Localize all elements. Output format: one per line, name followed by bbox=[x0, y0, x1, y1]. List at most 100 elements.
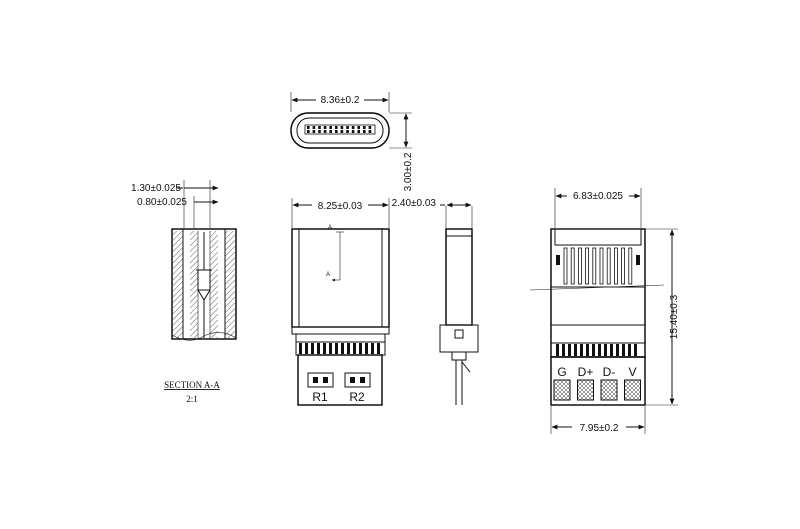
tongue-contact bbox=[363, 126, 366, 129]
tongue-contact bbox=[323, 130, 327, 133]
contact-finger bbox=[341, 343, 344, 354]
section-body bbox=[171, 228, 237, 340]
receptacle-outline bbox=[290, 112, 390, 149]
dim-section-outer: 1.30±0.025 bbox=[131, 183, 181, 194]
contact-finger bbox=[574, 344, 577, 356]
tongue-contact bbox=[335, 126, 338, 129]
inner-slot bbox=[599, 247, 604, 285]
contact-finger bbox=[580, 344, 583, 356]
dim-side-thickness: 2.40±0.03 bbox=[392, 198, 437, 209]
top-end-view: 8.36±0.2 3.00±0.2 bbox=[290, 92, 414, 191]
pad-r2 bbox=[344, 372, 371, 388]
contact-finger bbox=[311, 343, 314, 354]
section-scale: 2:1 bbox=[186, 394, 198, 404]
tongue-contact bbox=[340, 126, 344, 129]
pin-label: V bbox=[628, 365, 636, 379]
dim-top-width: 8.36±0.2 bbox=[321, 95, 360, 106]
contact-finger bbox=[628, 344, 631, 356]
tongue-contact bbox=[351, 130, 355, 133]
solder-pad bbox=[624, 379, 641, 401]
pin-label: G bbox=[557, 365, 566, 379]
section-marker-top: A bbox=[328, 225, 332, 231]
tongue-contact bbox=[318, 130, 321, 133]
tongue-contact bbox=[307, 126, 310, 129]
solder-pad bbox=[577, 379, 594, 401]
contact-finger bbox=[377, 343, 380, 354]
inner-slot bbox=[592, 247, 597, 285]
dim-back-length: 15.40±0.3 bbox=[669, 294, 680, 339]
contact-finger bbox=[556, 344, 559, 356]
pad-r1 bbox=[307, 372, 334, 388]
contact-finger bbox=[371, 343, 374, 354]
pin-label: D+ bbox=[578, 365, 594, 379]
pcb-back bbox=[550, 356, 646, 406]
contact-finger bbox=[622, 344, 625, 356]
contact-finger bbox=[305, 343, 308, 354]
contact-finger bbox=[586, 344, 589, 356]
contact-finger bbox=[598, 344, 601, 356]
inner-slot bbox=[628, 247, 633, 285]
tongue-contact bbox=[329, 126, 332, 129]
contact-finger bbox=[359, 343, 362, 354]
latch-notch bbox=[556, 255, 560, 265]
dim-front-width: 8.25±0.03 bbox=[318, 201, 363, 212]
contact-finger bbox=[592, 344, 595, 356]
dim-back-bottom-width: 7.95±0.2 bbox=[580, 423, 619, 434]
tongue-contact bbox=[335, 130, 338, 133]
tongue-contact bbox=[307, 130, 310, 133]
inner-slot bbox=[570, 247, 575, 285]
inner-slot bbox=[578, 247, 582, 285]
tongue-contact bbox=[312, 130, 316, 133]
dim-top-height: 3.00±0.2 bbox=[403, 152, 414, 191]
contact-finger bbox=[323, 343, 326, 354]
back-view: 6.83±0.025 G D+ D- V 15.40±0.3 7.95±0.2 bbox=[529, 188, 680, 434]
contact-finger bbox=[335, 343, 338, 354]
inner-slot bbox=[585, 247, 589, 285]
tongue-contact bbox=[346, 126, 349, 129]
contact-finger bbox=[562, 344, 565, 356]
contact-finger bbox=[604, 344, 607, 356]
contact-finger bbox=[610, 344, 613, 356]
dim-back-top-width: 6.83±0.025 bbox=[573, 191, 623, 202]
tongue-contact bbox=[318, 126, 321, 129]
inner-slot bbox=[621, 247, 625, 285]
contact-finger bbox=[568, 344, 571, 356]
shell-outline bbox=[291, 228, 390, 328]
tongue-contact bbox=[329, 130, 332, 133]
pin-label: D- bbox=[603, 365, 616, 379]
solder-pad bbox=[553, 379, 571, 401]
tongue-contact bbox=[340, 130, 344, 133]
pcb-front bbox=[297, 354, 383, 406]
side-view: 2.40±0.03 bbox=[392, 198, 479, 405]
tongue-contact bbox=[357, 130, 360, 133]
tongue-contact bbox=[368, 130, 372, 133]
section-marker-side: A bbox=[326, 272, 330, 278]
tongue-contact bbox=[346, 130, 349, 133]
contact-finger bbox=[365, 343, 368, 354]
contact-finger bbox=[299, 343, 302, 354]
tongue-contact bbox=[312, 126, 316, 129]
contact-finger bbox=[317, 343, 320, 354]
contact-finger bbox=[353, 343, 356, 354]
contact-finger bbox=[634, 344, 637, 356]
solder-pad bbox=[600, 379, 618, 401]
contact-finger bbox=[347, 343, 350, 354]
section-title: SECTION A-A bbox=[164, 380, 220, 390]
contact-finger bbox=[329, 343, 332, 354]
section-a-a-view: 1.30±0.025 0.80±0.025 SECTION A-A 2:1 bbox=[131, 180, 237, 404]
tongue-contact bbox=[368, 126, 372, 129]
pad-label-r1: R1 bbox=[312, 390, 328, 404]
dim-section-inner: 0.80±0.025 bbox=[137, 197, 187, 208]
pad-label-r2: R2 bbox=[349, 390, 365, 404]
side-shell bbox=[445, 228, 473, 326]
inner-slot bbox=[563, 247, 568, 285]
inner-slot bbox=[606, 247, 611, 285]
tongue-contact bbox=[351, 126, 355, 129]
contact-finger bbox=[616, 344, 619, 356]
tongue-contact bbox=[363, 130, 366, 133]
front-view: 8.25±0.03 A A R1 R2 bbox=[291, 198, 390, 406]
tongue-contact bbox=[323, 126, 327, 129]
inner-slot bbox=[614, 247, 618, 285]
latch-notch bbox=[636, 255, 640, 265]
